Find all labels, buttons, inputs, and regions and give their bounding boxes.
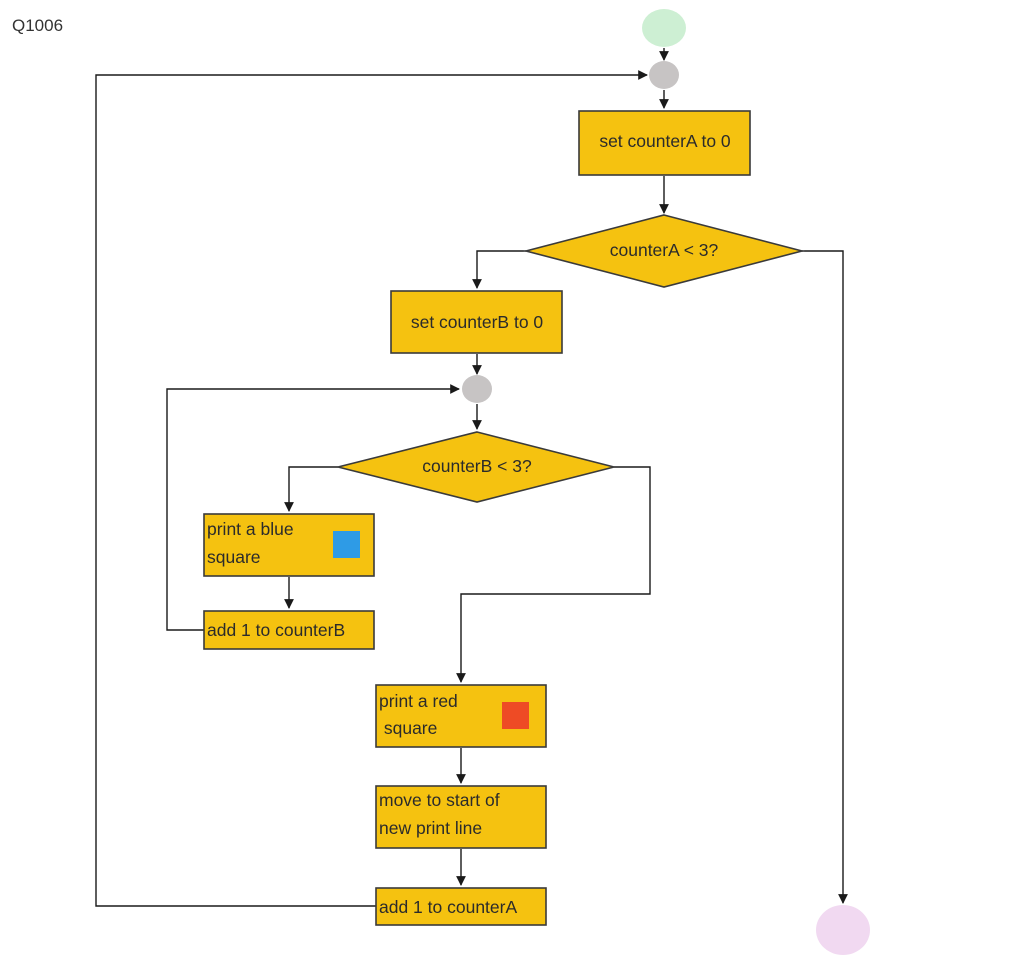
decision-b-label: counterB < 3? xyxy=(422,456,532,476)
edge-add-b-loop-to-connector-b xyxy=(166,384,460,631)
process-add-counter-b: add 1 to counterB xyxy=(203,610,375,650)
add-counter-a-label: add 1 to counterA xyxy=(379,897,517,917)
new-line-label-line1: move to start of xyxy=(379,790,500,810)
red-square-icon xyxy=(502,702,529,729)
edge-decision-a-to-end xyxy=(802,250,848,904)
add-counter-b-label: add 1 to counterB xyxy=(207,620,345,640)
loop-connector-a xyxy=(649,61,679,89)
decision-counter-a: counterA < 3? xyxy=(522,214,806,288)
loop-connector-b xyxy=(462,375,492,403)
start-node xyxy=(642,9,686,47)
print-red-label-line1: print a red xyxy=(379,691,458,711)
edges xyxy=(95,48,848,907)
set-counter-b-label: set counterB to 0 xyxy=(411,312,544,332)
process-move-to-new-line: move to start of new print line xyxy=(375,785,547,849)
decision-counter-b: counterB < 3? xyxy=(337,431,615,503)
print-blue-label-line2: square xyxy=(207,547,261,567)
edge-decision-b-to-print-red xyxy=(456,466,651,683)
edge-add-a-loop-to-connector-a xyxy=(95,70,648,907)
new-line-label-line2: new print line xyxy=(379,818,482,838)
set-counter-a-label: set counterA to 0 xyxy=(599,131,731,151)
decision-a-label: counterA < 3? xyxy=(610,240,719,260)
edge-decision-a-to-set-b xyxy=(472,250,526,289)
print-red-label-line2: square xyxy=(379,718,437,738)
print-blue-label-line1: print a blue xyxy=(207,519,294,539)
blue-square-icon xyxy=(333,531,360,558)
process-print-blue-square: print a blue square xyxy=(203,513,375,577)
process-print-red-square: print a red square xyxy=(375,684,547,748)
process-set-counter-b: set counterB to 0 xyxy=(390,290,563,354)
end-node xyxy=(816,905,870,955)
process-set-counter-a: set counterA to 0 xyxy=(578,110,751,176)
process-add-counter-a: add 1 to counterA xyxy=(375,887,547,926)
page-label: Q1006 xyxy=(12,16,64,35)
edge-decision-b-to-print-blue xyxy=(284,466,338,512)
